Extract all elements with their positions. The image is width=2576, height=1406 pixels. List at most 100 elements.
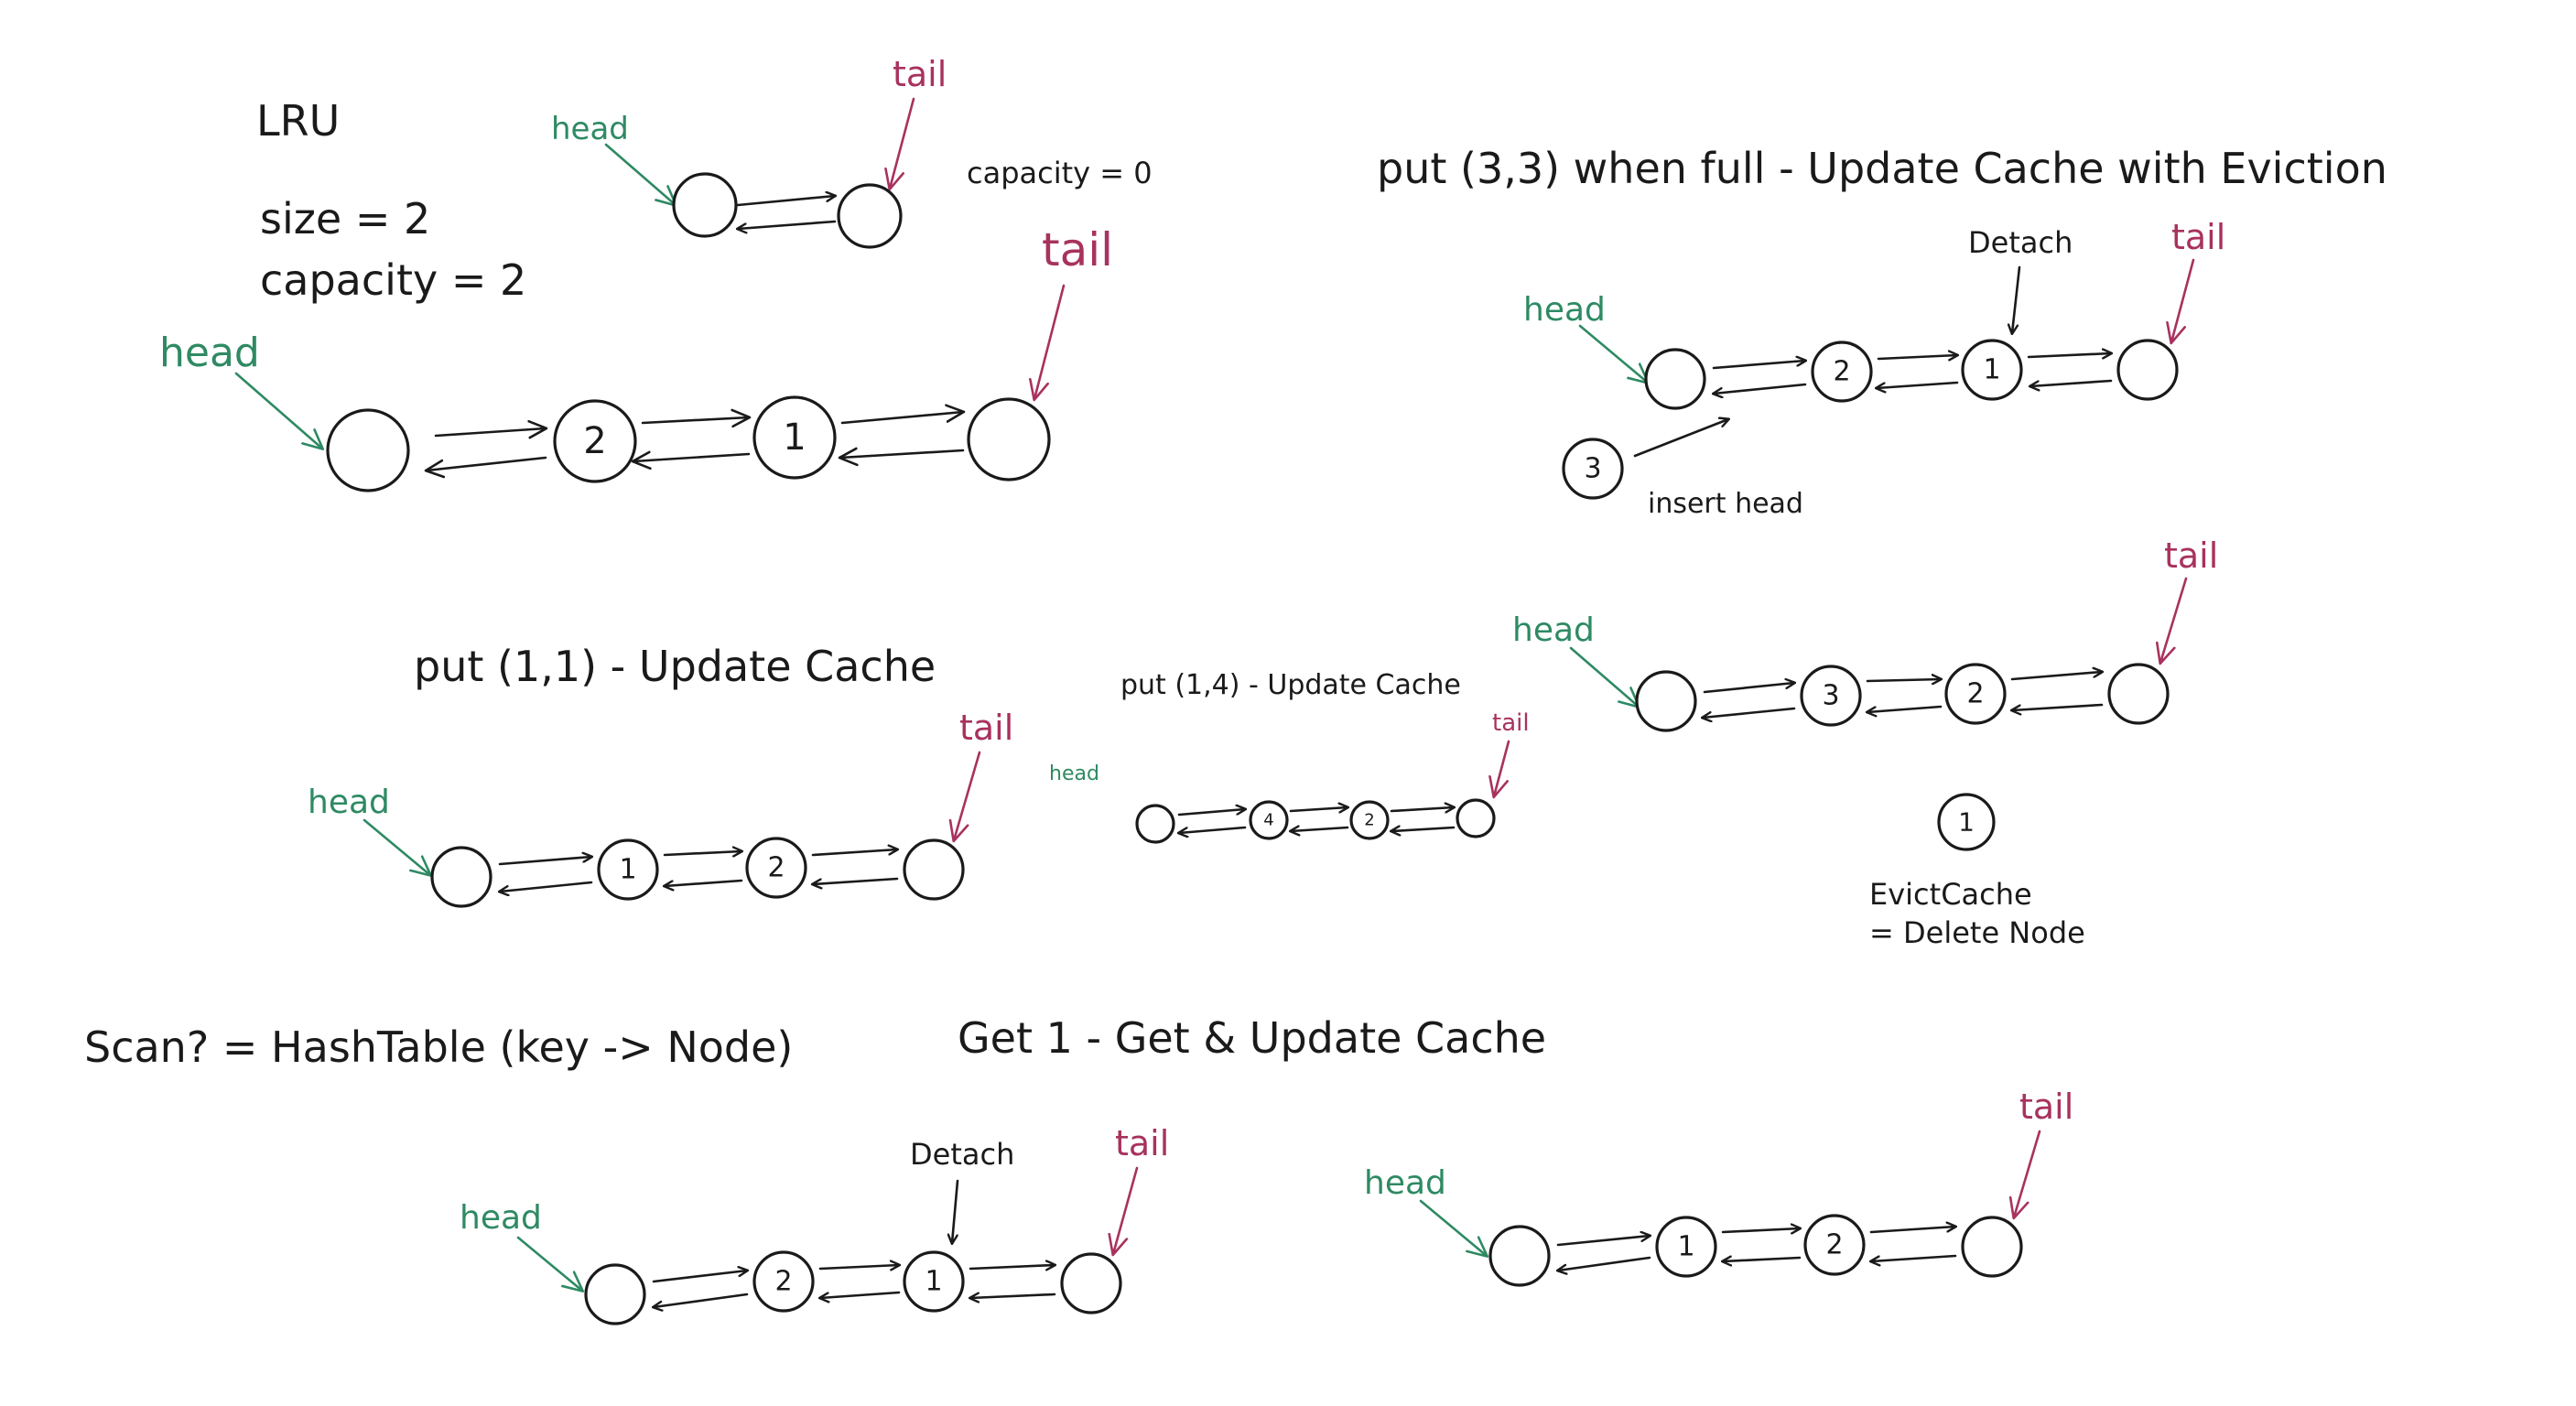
- head-pointer: [363, 818, 430, 875]
- capacity-zero-label: capacity = 0: [967, 156, 1153, 190]
- sentinel-tail-node: [1060, 1252, 1122, 1314]
- node-key: 1: [619, 854, 636, 886]
- list-node: [1349, 800, 1390, 840]
- tail-pointer: [2171, 258, 2195, 342]
- sentinel-tail-node: [2116, 339, 2179, 401]
- prev-link: [813, 877, 899, 884]
- head-label: head: [1512, 611, 1595, 649]
- head-label: head: [159, 330, 260, 376]
- list-node: [752, 395, 837, 480]
- prev-link: [1703, 707, 1796, 718]
- list-node: [1944, 663, 2007, 725]
- next-link: [498, 857, 591, 866]
- put-33-title: put (3,3) when full - Update Cache with …: [1377, 144, 2387, 193]
- tail-pointer: [1034, 284, 1066, 399]
- prev-link: [665, 879, 743, 886]
- prev-link: [1391, 827, 1456, 831]
- sentinel-tail-node: [903, 838, 965, 901]
- next-link: [1866, 679, 1941, 681]
- inserting-node: [1562, 438, 1624, 500]
- tail-pointer: [2014, 1130, 2041, 1217]
- put-14-title: put (1,4) - Update Cache: [1120, 669, 1461, 701]
- prev-link: [970, 1294, 1056, 1298]
- next-link: [652, 1271, 747, 1283]
- put-33-before-list: head Detach tail 2 1 3 insert head: [1523, 217, 2225, 520]
- prev-link: [1179, 826, 1247, 833]
- prev-link: [2030, 379, 2113, 386]
- prev-link: [820, 1291, 901, 1298]
- node-key: 1: [925, 1266, 942, 1298]
- put-11-list: head tail 1 2: [308, 708, 1013, 908]
- node-key: 1: [783, 416, 806, 459]
- prev-link: [840, 450, 965, 458]
- head-pointer: [234, 372, 322, 449]
- head-label: head: [1049, 762, 1099, 785]
- sentinel-tail-node: [2107, 663, 2170, 725]
- get-1-after-list: head tail 1 2: [1364, 1087, 2073, 1287]
- prev-link: [1871, 1254, 1957, 1261]
- head-pointer: [604, 143, 676, 205]
- lru-title: LRU: [256, 96, 340, 146]
- head-pointer: [1569, 646, 1639, 707]
- tail-label: tail: [959, 708, 1013, 748]
- node-key: 3: [1822, 680, 1839, 712]
- sentinel-head-node: [430, 846, 492, 908]
- next-link: [736, 196, 835, 207]
- scan-note: Scan? = HashTable (key -> Node): [84, 1022, 793, 1072]
- next-link: [1556, 1236, 1650, 1247]
- node-key: 2: [583, 420, 606, 462]
- detached-node: [903, 1250, 965, 1313]
- list-node: [1800, 665, 1862, 727]
- get-1-title: Get 1 - Get & Update Cache: [958, 1013, 1546, 1063]
- detach-pointer: [2012, 265, 2021, 333]
- initial-list: head tail 2 1: [159, 223, 1113, 492]
- sentinel-tail-node: [1961, 1216, 2023, 1278]
- list-node: [597, 838, 659, 901]
- prev-link: [2012, 703, 2104, 710]
- tail-pointer: [1113, 1166, 1139, 1254]
- next-link: [840, 412, 963, 425]
- size-label: size = 2: [260, 194, 430, 243]
- insert-head-label: insert head: [1648, 488, 1803, 520]
- detach-pointer: [952, 1179, 959, 1243]
- list-node: [553, 399, 637, 483]
- sentinel-head-node: [1635, 670, 1697, 732]
- head-label: head: [1523, 291, 1606, 329]
- sentinel-tail-node: [1456, 798, 1496, 838]
- next-link: [1703, 683, 1794, 694]
- next-link: [663, 851, 741, 855]
- evicted-node: [1937, 793, 1996, 851]
- next-link: [1712, 361, 1805, 370]
- next-link: [2010, 672, 2102, 681]
- tail-label: tail: [1042, 223, 1113, 276]
- sentinel-head-node: [584, 1263, 646, 1325]
- sentinel-head-node: [672, 172, 738, 238]
- tail-label: tail: [2019, 1087, 2073, 1127]
- next-link: [1177, 809, 1245, 817]
- sentinel-tail-node: [967, 397, 1051, 481]
- put-14-list: head tail 4 2: [1049, 709, 1530, 844]
- node-key: 4: [1263, 811, 1273, 830]
- next-link: [641, 417, 749, 423]
- prev-link: [1867, 705, 1943, 712]
- prev-link: [500, 881, 593, 892]
- sentinel-head-node: [1644, 348, 1706, 410]
- detach-label: Detach: [910, 1137, 1014, 1172]
- next-link: [811, 849, 897, 857]
- insert-head-pointer: [1633, 419, 1728, 458]
- prev-link: [1723, 1258, 1802, 1261]
- node-key: 2: [774, 1266, 792, 1298]
- tail-label: tail: [893, 54, 947, 94]
- head-label: head: [551, 111, 629, 147]
- list-node: [1655, 1216, 1717, 1278]
- head-label: head: [1364, 1164, 1446, 1202]
- node-key: 2: [767, 852, 785, 884]
- prev-link: [1291, 827, 1349, 831]
- prev-link: [633, 454, 751, 461]
- sentinel-tail-node: [837, 183, 903, 249]
- node-key: 1: [1983, 354, 2000, 386]
- next-link: [434, 428, 546, 436]
- node-key: 2: [1966, 678, 1984, 710]
- sentinel-head-node: [1135, 804, 1175, 844]
